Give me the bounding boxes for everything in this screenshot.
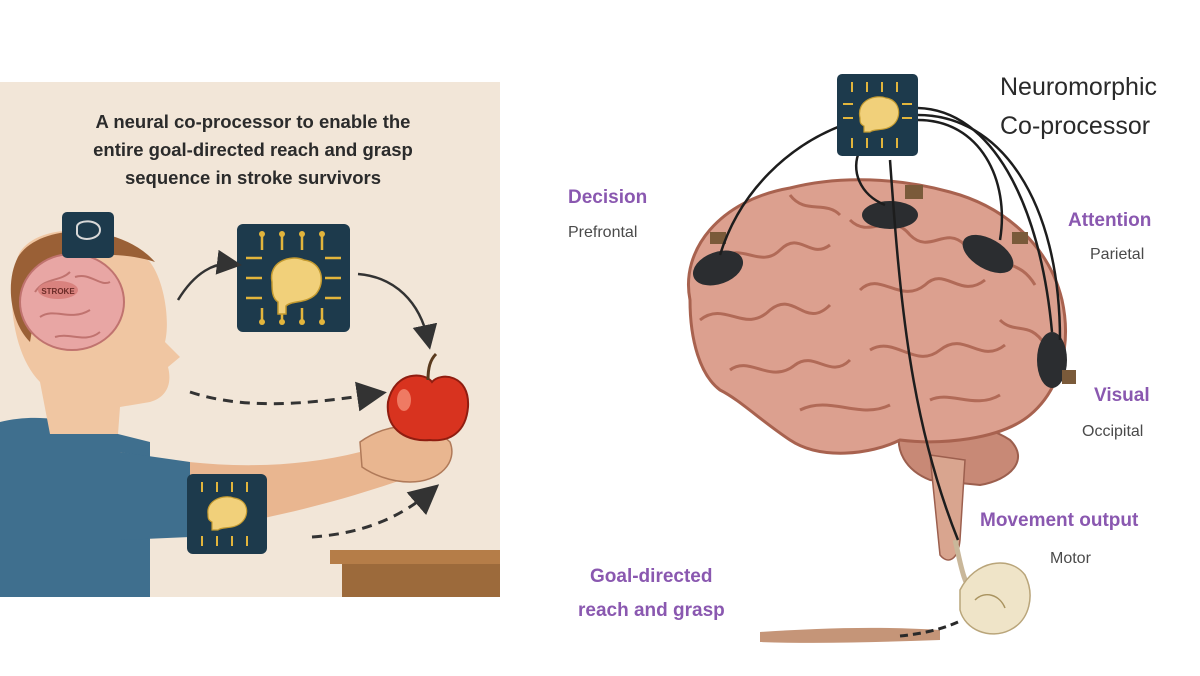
center-chip-icon [237, 224, 350, 332]
electrode-occipital [1037, 332, 1076, 388]
hand-sketch [959, 562, 1031, 635]
electrode-prefrontal [692, 232, 744, 286]
wires [718, 106, 1062, 541]
head-chip-icon [62, 212, 114, 258]
right-title-line-1: Neuromorphic [1000, 73, 1158, 101]
stroke-label: STROKE [41, 287, 75, 296]
forearm-sketch [760, 627, 940, 643]
brain-diagram [687, 74, 1076, 643]
electrode-top [862, 185, 923, 229]
movement-output-label: Movement output [980, 510, 1139, 531]
attention-label: Attention [1068, 210, 1152, 231]
left-panel-title: A neural co-processor to enable the enti… [18, 108, 488, 192]
apple [386, 352, 470, 442]
brain-folds [699, 194, 1047, 412]
reach-dashed-arrow [189, 381, 387, 412]
right-title: Neuromorphic Co-processor [1000, 68, 1157, 146]
occipital-label: Occipital [1082, 423, 1144, 440]
parietal-label: Parietal [1090, 246, 1145, 263]
arm-chip-icon [187, 474, 267, 554]
left-title-line-2: entire goal-directed reach and grasp [93, 139, 413, 160]
chip-to-apple-arrow [357, 272, 438, 350]
goal-directed-label-line-1: Goal-directed [590, 566, 713, 587]
left-title-line-1: A neural co-processor to enable the [95, 111, 411, 132]
motor-label: Motor [1050, 550, 1091, 567]
decision-label: Decision [568, 187, 648, 208]
goal-directed-label-line-2: reach and grasp [578, 600, 725, 621]
prefrontal-label: Prefrontal [568, 224, 638, 241]
patient-scene: STROKE [0, 212, 500, 597]
neuromorphic-chip-icon [837, 74, 918, 156]
head-to-chip-arrow [176, 249, 242, 301]
left-illustration-panel: A neural co-processor to enable the enti… [0, 82, 500, 597]
left-title-line-3: sequence in stroke survivors [124, 167, 382, 188]
right-title-line-2: Co-processor [1000, 112, 1151, 140]
electrode-parietal [962, 232, 1028, 274]
patient-head [10, 230, 180, 434]
patient-torso [0, 417, 150, 597]
visual-label: Visual [1094, 385, 1150, 406]
table [330, 550, 500, 597]
